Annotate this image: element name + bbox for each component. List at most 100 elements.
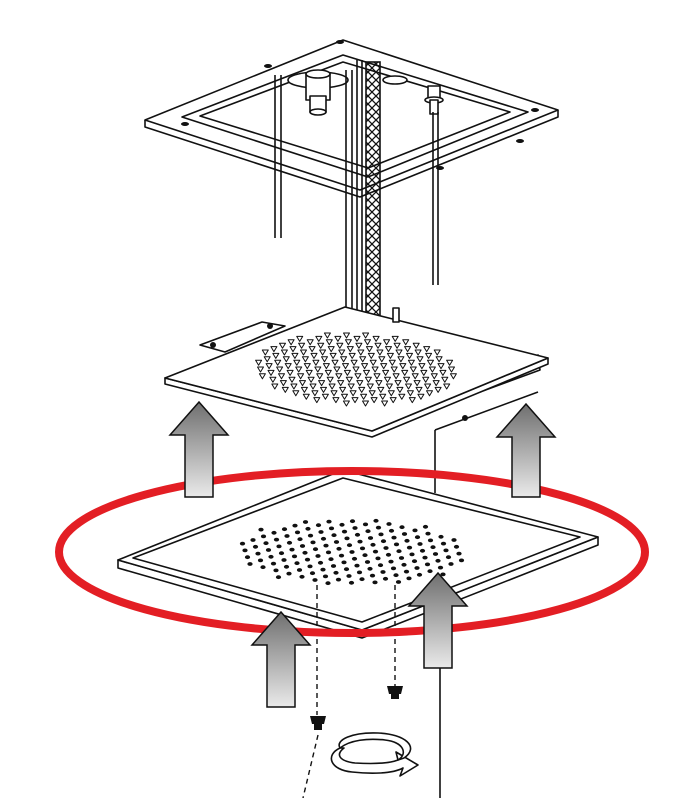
nozzle <box>291 352 299 359</box>
cover-hole <box>401 532 408 536</box>
cover-hole <box>320 567 326 572</box>
nozzle <box>278 373 285 380</box>
nozzle <box>371 366 379 373</box>
nozzle <box>379 393 387 400</box>
cover-hole <box>411 559 418 564</box>
nozzle <box>321 356 328 363</box>
cover-hole <box>393 542 400 547</box>
cover-hole <box>273 537 280 542</box>
cover-hole <box>422 555 428 560</box>
nozzle <box>402 339 410 346</box>
nozzle <box>280 349 288 356</box>
nozzle <box>322 363 330 370</box>
nozzle <box>408 397 416 404</box>
nozzle <box>349 390 357 397</box>
nozzle <box>276 366 284 373</box>
lift-arrow-upper-left <box>168 400 230 498</box>
nozzle <box>272 352 280 359</box>
nozzle <box>355 342 363 349</box>
nozzle <box>345 376 353 383</box>
cover-hole <box>395 580 402 584</box>
nozzle <box>370 397 378 404</box>
nozzle <box>399 363 407 370</box>
nozzle <box>364 376 372 383</box>
cover-hole <box>359 577 365 582</box>
nozzle <box>397 356 405 363</box>
nozzle <box>326 376 334 383</box>
cover-hole <box>292 523 298 528</box>
cover-hole <box>388 528 395 533</box>
cover-hole <box>430 545 436 550</box>
nozzle <box>257 366 264 373</box>
nozzle <box>386 352 394 359</box>
nozzle <box>290 383 298 390</box>
nozzle <box>327 346 335 353</box>
nozzle <box>416 356 424 363</box>
nozzle <box>443 383 451 390</box>
nozzle <box>439 369 447 376</box>
nozzle <box>418 363 426 370</box>
cover-hole <box>276 544 282 549</box>
nozzle <box>336 342 344 349</box>
nozzle <box>302 393 310 400</box>
cover-hole <box>414 566 420 570</box>
cover-hole <box>330 564 337 568</box>
cover-hole <box>412 528 418 533</box>
nozzle <box>310 352 318 359</box>
nozzle <box>265 363 273 370</box>
cover-hole <box>348 580 355 585</box>
lift-arrow-upper-right <box>495 402 557 498</box>
nozzle <box>378 356 386 363</box>
cover-hole <box>354 532 361 537</box>
cover-hole <box>339 522 345 527</box>
cover-hole <box>364 560 371 564</box>
cover-hole <box>349 550 355 554</box>
nozzle <box>274 359 282 366</box>
nozzle <box>344 339 352 346</box>
cover-hole <box>315 554 321 558</box>
cover-hole <box>294 530 301 535</box>
cover-hole <box>427 538 434 543</box>
nozzle <box>362 400 369 407</box>
nozzle <box>365 346 373 353</box>
cover-hole <box>341 560 347 565</box>
nozzle <box>295 366 303 373</box>
cover-hole <box>294 561 300 566</box>
nozzle <box>430 373 438 380</box>
nozzle <box>437 363 445 370</box>
cover-hole <box>273 568 279 573</box>
cover-hole <box>346 574 352 578</box>
nozzle <box>435 356 443 363</box>
cover-hole <box>362 553 368 558</box>
nozzle <box>449 373 457 380</box>
nozzle <box>339 386 347 393</box>
nozzle <box>369 359 377 366</box>
cover-hole <box>352 526 358 530</box>
cover-hole <box>309 571 316 576</box>
ceiling-mount-frame <box>144 39 559 330</box>
nozzle <box>313 397 321 404</box>
nozzle <box>376 349 384 356</box>
nozzle <box>364 339 371 346</box>
nozzle <box>412 342 420 349</box>
nozzle <box>299 380 306 387</box>
cover-hole <box>419 548 426 553</box>
cover-hole <box>299 574 305 579</box>
cover-hole <box>424 562 431 567</box>
nozzle <box>323 332 331 339</box>
nozzle <box>358 386 366 393</box>
cover-hole <box>278 551 285 556</box>
nozzle <box>425 352 433 359</box>
nozzle <box>279 342 286 349</box>
nozzle <box>282 356 290 363</box>
screw-guide-bottom <box>302 734 319 798</box>
nozzle <box>308 346 316 353</box>
nozzle <box>384 376 391 383</box>
cover-hole <box>440 541 447 546</box>
cover-hole <box>333 570 339 575</box>
nozzle <box>342 363 349 370</box>
cover-hole <box>258 527 264 532</box>
nozzle <box>406 390 414 397</box>
cover-hole <box>451 538 457 542</box>
